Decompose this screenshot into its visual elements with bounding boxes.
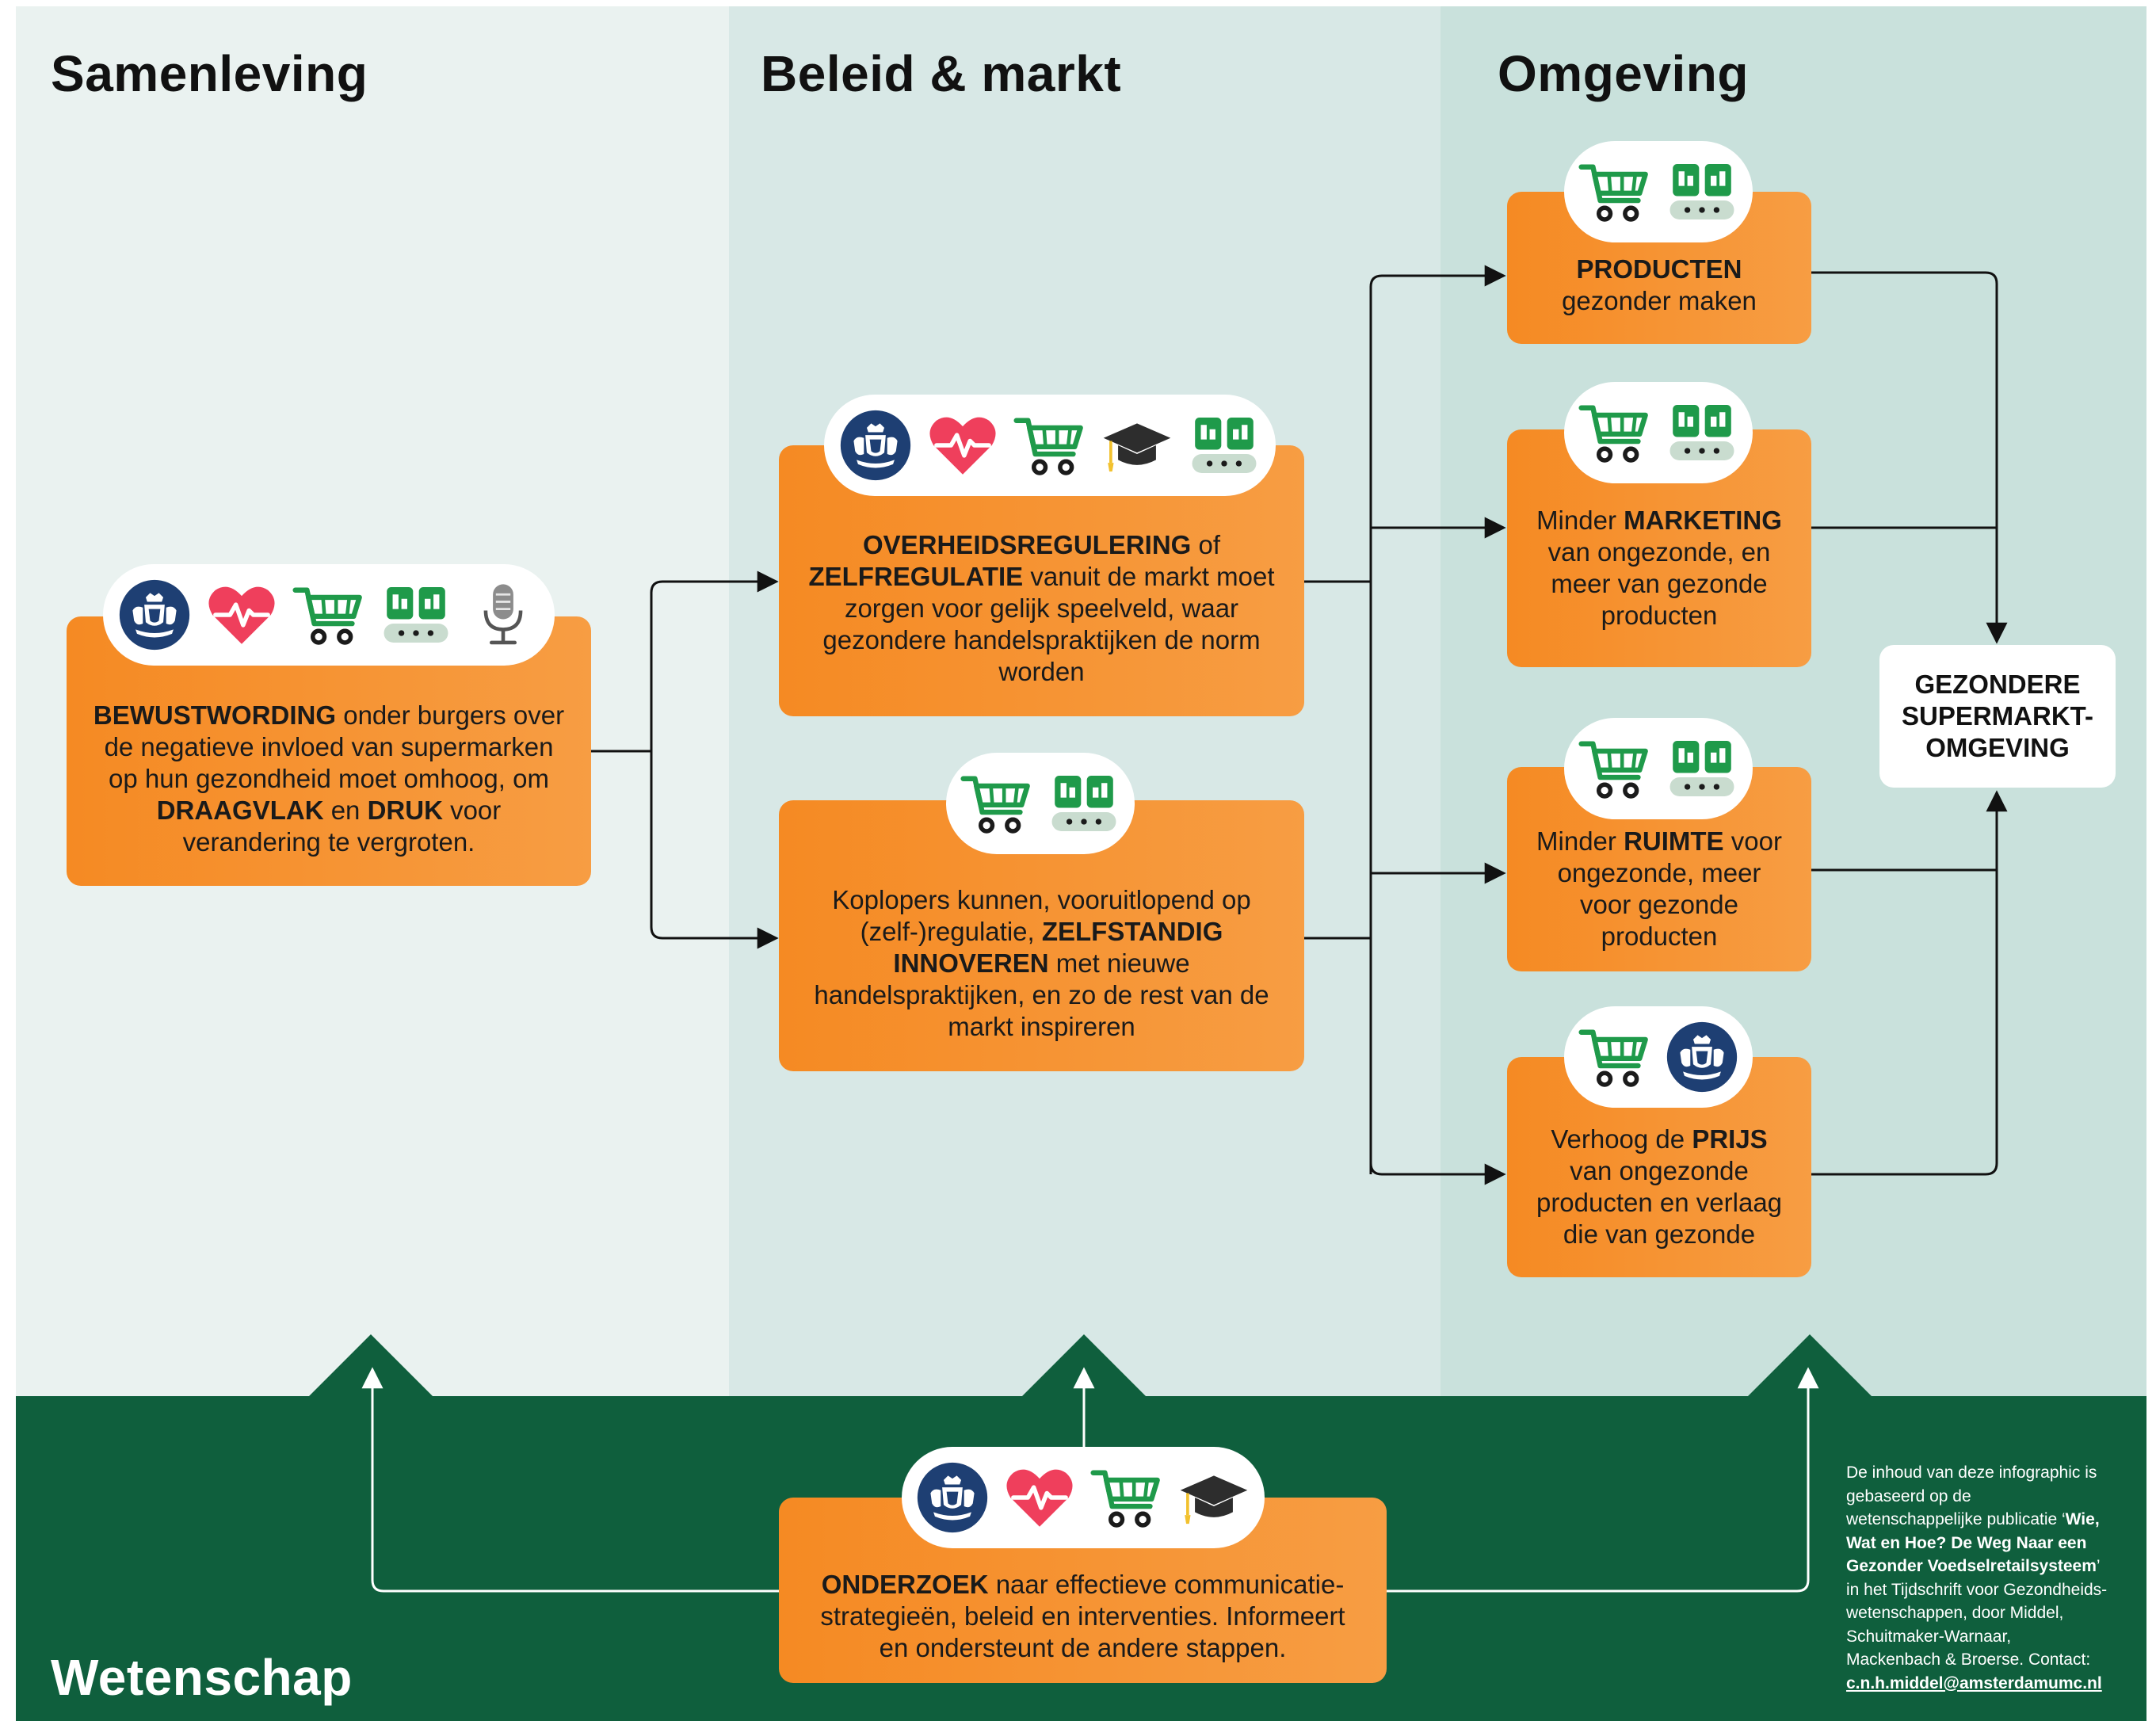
government-seal-icon: [916, 1461, 989, 1534]
connector-producten-out: [1810, 271, 2008, 644]
shopping-cart-icon: [960, 767, 1033, 840]
connector-prijs-out: [1810, 790, 2008, 1176]
icon-pill-regulering: [824, 395, 1276, 496]
graduation-cap-icon: [1101, 409, 1173, 482]
shopping-cart-icon: [1013, 409, 1086, 482]
box-onderzoek: ONDERZOEK naar effectieve communicatie-s…: [779, 1498, 1387, 1683]
connector-trunk: [1369, 265, 1506, 1174]
shopping-cart-icon: [1578, 1021, 1651, 1093]
food-products-icon: [1666, 732, 1738, 805]
icon-pill-koplopers: [946, 753, 1135, 854]
health-heart-icon: [926, 409, 999, 482]
connector-to-regulering: [591, 570, 779, 753]
box-prijs: Verhoog de PRIJS van ongezonde producten…: [1507, 1057, 1811, 1277]
government-seal-icon: [1666, 1021, 1738, 1093]
government-seal-icon: [118, 578, 191, 651]
zone-title-samenleving: Samenleving: [51, 45, 368, 102]
microphone-icon: [467, 578, 540, 651]
icon-pill-marketing: [1564, 382, 1753, 483]
connector-to-prijs: [1369, 1162, 1506, 1185]
icon-pill-ruimte: [1564, 718, 1753, 819]
food-products-icon: [1666, 155, 1738, 228]
graduation-cap-icon: [1177, 1461, 1250, 1534]
shopping-cart-icon: [1578, 732, 1651, 805]
icon-pill-prijs: [1564, 1006, 1753, 1108]
icon-pill-producten: [1564, 141, 1753, 242]
food-products-icon: [380, 578, 452, 651]
food-products-icon: [1666, 396, 1738, 469]
contact-email-link[interactable]: c.n.h.middel@amsterdamumc.nl: [1846, 1673, 2102, 1692]
icon-pill-bewustwording: [103, 564, 555, 666]
health-heart-icon: [1003, 1461, 1076, 1534]
food-products-icon: [1188, 409, 1261, 482]
connector-to-koplopers: [650, 751, 779, 949]
shopping-cart-icon: [1090, 1461, 1163, 1534]
shopping-cart-icon: [1578, 396, 1651, 469]
zone-title-omgeving: Omgeving: [1498, 45, 1749, 102]
government-seal-icon: [839, 409, 912, 482]
icon-pill-onderzoek: [902, 1447, 1265, 1548]
shopping-cart-icon: [292, 578, 365, 651]
keyword-bewustwording: BEWUSTWORDING: [93, 700, 337, 730]
result-gezondere-supermarkt-omgeving: GEZONDERE SUPERMARKT- OMGEVING: [1879, 645, 2116, 788]
shopping-cart-icon: [1578, 155, 1651, 228]
health-heart-icon: [205, 578, 278, 651]
food-products-icon: [1047, 767, 1120, 840]
source-footnote: De inhoud van deze infographic is gebase…: [1846, 1463, 2108, 1692]
zone-title-beleid-markt: Beleid & markt: [761, 45, 1122, 102]
zone-title-wetenschap: Wetenschap: [51, 1649, 353, 1706]
